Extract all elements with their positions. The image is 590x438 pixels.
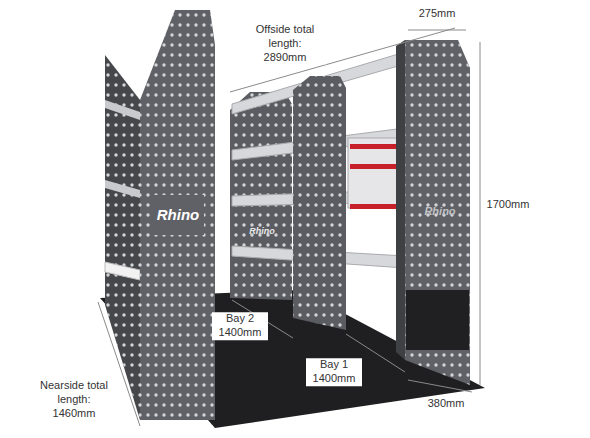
dimension-lines <box>98 28 480 426</box>
brand-logo: Rhino <box>249 226 275 237</box>
offside-front-panel <box>405 40 470 385</box>
panel-holes <box>293 76 346 330</box>
nearside-shelf <box>105 262 140 280</box>
nearside-shelf <box>105 100 140 120</box>
nearside-shelf <box>105 180 140 198</box>
drawer-unit <box>348 138 403 209</box>
panel-cutout <box>406 290 469 350</box>
dimension-label: Bay 1 1400mm <box>306 358 362 386</box>
offside-front-panel-edge <box>396 40 405 360</box>
dimension-label: Bay 2 1400mm <box>212 312 268 340</box>
logo-plate <box>152 195 204 235</box>
panel-holes <box>405 40 470 385</box>
dimension-label: 380mm <box>426 397 467 411</box>
panel-holes <box>105 55 140 420</box>
nearside-side-panel <box>105 55 140 420</box>
brand-logo: Rhino <box>157 206 200 225</box>
dimension-label: 275mm <box>417 7 458 21</box>
dimension-label: 1700mm <box>485 198 532 212</box>
panel-holes <box>140 10 215 420</box>
dimension-label: Nearside total length: 1460mm <box>37 379 111 420</box>
brand-logo: Rhino <box>424 205 455 219</box>
nearside-front-panel <box>140 10 215 420</box>
bay-divider-panel <box>293 76 346 330</box>
dimension-label: Offside total length: 2890mm <box>244 23 326 64</box>
